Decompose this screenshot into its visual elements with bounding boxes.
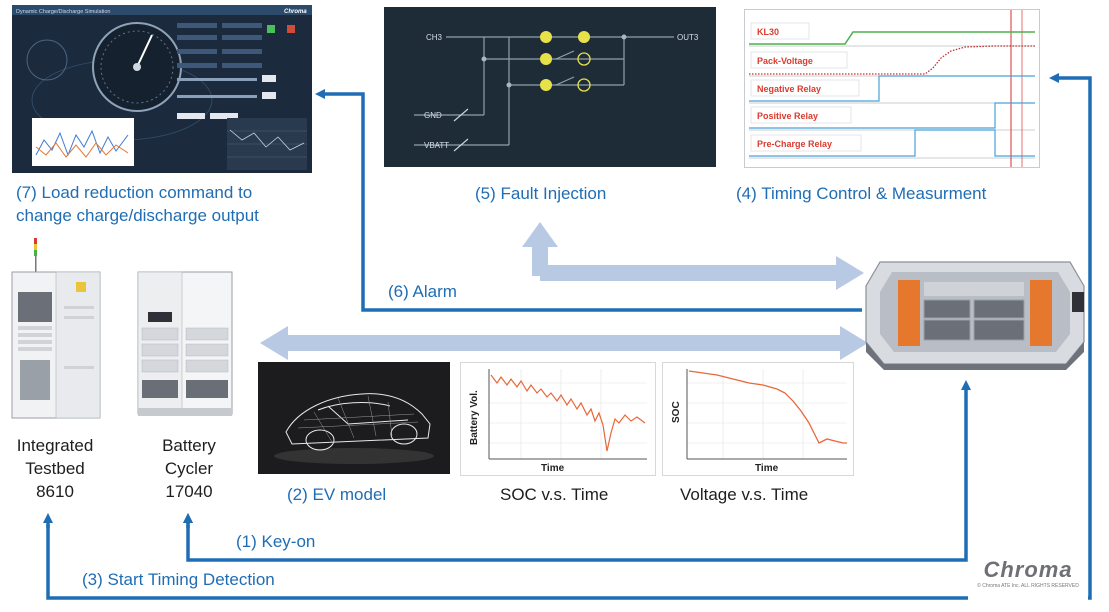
svg-text:Dynamic Charge/Discharge Simul: Dynamic Charge/Discharge Simulation — [16, 9, 110, 15]
ev-wireframe-car — [274, 393, 434, 464]
svg-text:CH3: CH3 — [426, 33, 443, 42]
svg-text:Time: Time — [541, 463, 565, 474]
battery-vol-chart-panel: Time Battery Vol. — [460, 362, 656, 476]
copyright-text: © Chroma ATE Inc. ALL RIGHTS RESERVED — [977, 583, 1079, 589]
alarm-label: (6) Alarm — [388, 282, 457, 301]
svg-text:Chroma: Chroma — [284, 9, 307, 15]
signal-negative-relay: Negative Relay — [757, 84, 821, 94]
cycler-label-line3: 17040 — [165, 482, 213, 501]
battery-pack-image — [865, 261, 1085, 370]
ev-model-panel — [258, 362, 450, 474]
testbed-label-line3: 8610 — [36, 482, 74, 501]
simulation-software-panel: Dynamic Charge/Discharge Simulation Chro… — [12, 5, 312, 173]
light-arrow-ev — [260, 326, 868, 360]
soc-vs-time-label: SOC v.s. Time — [500, 485, 609, 504]
svg-text:GND: GND — [424, 111, 442, 120]
timing-panel: KL30 Pack-Voltage Negative Relay Positiv… — [744, 9, 1040, 168]
chroma-logo-text: Chroma — [983, 557, 1073, 582]
svg-text:VBATT: VBATT — [424, 141, 449, 150]
alarm-arrow — [315, 89, 862, 312]
battery-vol-chart: Time Battery Vol. — [469, 369, 647, 474]
load-reduction-label-line2: change charge/discharge output — [16, 206, 259, 225]
fault-injection-circuit: CH3 OUT3 GND VBATT — [414, 31, 699, 152]
signal-pack-voltage: Pack-Voltage — [757, 56, 813, 66]
soc-chart-panel: Time SOC — [662, 362, 854, 476]
timing-control-label: (4) Timing Control & Measurment — [736, 184, 987, 203]
integrated-testbed-image — [11, 238, 101, 419]
timing-waveforms: KL30 Pack-Voltage Negative Relay Positiv… — [749, 10, 1035, 167]
battery-cycler-image — [137, 271, 233, 416]
key-on-arrow — [186, 380, 971, 562]
start-timing-arrow — [46, 360, 1092, 600]
timing-arrow — [1049, 73, 1092, 360]
fault-injection-label: (5) Fault Injection — [475, 184, 607, 203]
light-arrow-fault — [522, 222, 864, 290]
cycler-label-line1: Battery — [162, 436, 216, 455]
signal-kl30: KL30 — [757, 27, 779, 37]
cycler-label-line2: Cycler — [164, 459, 214, 478]
svg-text:SOC: SOC — [671, 401, 682, 423]
soc-chart: Time SOC — [671, 369, 847, 474]
ev-model-label: (2) EV model — [287, 485, 387, 504]
chroma-logo: Chroma © Chroma ATE Inc. ALL RIGHTS RESE… — [968, 558, 1088, 600]
start-timing-label: (3) Start Timing Detection — [82, 570, 275, 589]
testbed-label-line2: Testbed — [25, 459, 85, 478]
svg-text:Battery Vol.: Battery Vol. — [469, 390, 480, 445]
svg-text:OUT3: OUT3 — [677, 33, 699, 42]
signal-positive-relay: Positive Relay — [757, 111, 818, 121]
testbed-label-line1: Integrated — [16, 436, 94, 455]
software-screenshot: Dynamic Charge/Discharge Simulation Chro… — [12, 5, 312, 170]
voltage-vs-time-label: Voltage v.s. Time — [680, 485, 809, 504]
load-reduction-label-line1: (7) Load reduction command to — [16, 183, 253, 202]
fault-injection-panel: CH3 OUT3 GND VBATT — [384, 7, 716, 167]
key-on-label: (1) Key-on — [236, 532, 316, 551]
signal-precharge-relay: Pre-Charge Relay — [757, 139, 832, 149]
svg-text:Time: Time — [755, 463, 779, 474]
